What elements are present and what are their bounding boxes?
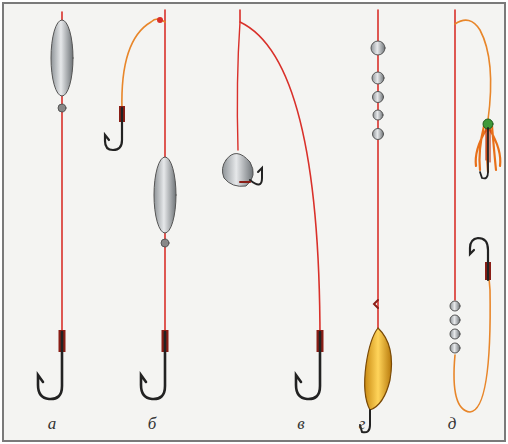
figure-letter: г	[359, 415, 366, 432]
figure-letter: б	[148, 415, 157, 432]
figure-letter: д	[448, 415, 457, 432]
figure-letter: а	[48, 415, 57, 432]
figure-letter: в	[297, 415, 304, 432]
